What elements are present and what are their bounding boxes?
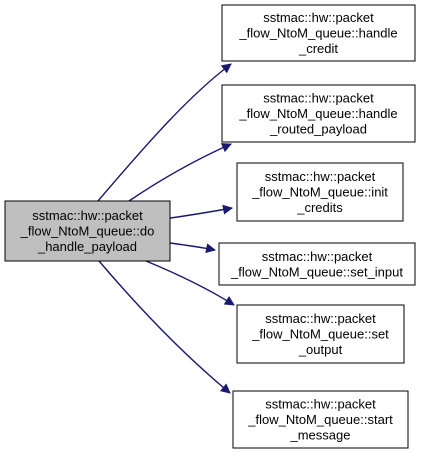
callee-node-handle-routed-payload-box (221, 84, 416, 143)
root-node-do-handle-payload-label-line: sstmac::hw::packet (32, 208, 143, 223)
callee-node-start-message[interactable]: sstmac::hw::packet_flow_NtoM_queue::star… (232, 390, 409, 449)
callee-node-handle-routed-payload[interactable]: sstmac::hw::packet_flow_NtoM_queue::hand… (221, 84, 416, 143)
callee-node-handle-credit-label-line: sstmac::hw::packet (263, 10, 374, 25)
callee-node-set-output-label-line: _flow_NtoM_queue::set (251, 327, 389, 342)
callee-node-init-credits-label-line: sstmac::hw::packet (265, 169, 376, 184)
callee-node-handle-routed-payload-label-line: _routed_payload (269, 122, 367, 137)
callee-node-init-credits-box (236, 162, 404, 222)
edge-to-handle-routed-payload (128, 143, 232, 202)
callee-node-set-input-label-line: _flow_NtoM_queue::set_input (230, 264, 403, 279)
callee-node-handle-credit-label-line: _credit (298, 41, 338, 56)
edge-to-set-output (145, 260, 235, 306)
edge-to-start-message (98, 260, 231, 394)
root-node-do-handle-payload-label-line: _flow_NtoM_queue::do (20, 224, 155, 239)
callee-node-set-output-box (236, 304, 405, 364)
edge-to-set-input (169, 242, 216, 254)
edge-to-init-credits (163, 204, 233, 220)
callee-node-handle-credit-box (221, 4, 416, 62)
callee-node-handle-routed-payload-label-line: _flow_NtoM_queue::handle (238, 106, 397, 121)
root-node-do-handle-payload[interactable]: sstmac::hw::packet_flow_NtoM_queue::do_h… (4, 200, 171, 262)
root-node-do-handle-payload-label-line: _handle_payload (37, 239, 137, 254)
callee-node-set-output-label-line: sstmac::hw::packet (265, 311, 376, 326)
callee-node-set-output[interactable]: sstmac::hw::packet_flow_NtoM_queue::set_… (236, 304, 405, 364)
callee-node-start-message-label-line: _flow_NtoM_queue::start (247, 412, 393, 427)
edge-to-handle-credit (97, 63, 232, 202)
callee-node-handle-credit[interactable]: sstmac::hw::packet_flow_NtoM_queue::hand… (221, 4, 416, 62)
callee-node-handle-routed-payload-label-line: sstmac::hw::packet (263, 91, 374, 106)
callee-node-set-input-label-line: sstmac::hw::packet (262, 249, 373, 264)
callee-node-start-message-label-line: _message (290, 428, 351, 443)
root-node-do-handle-payload-box (4, 200, 171, 262)
callee-node-set-output-label-line: _output (298, 342, 343, 357)
callee-node-set-input[interactable]: sstmac::hw::packet_flow_NtoM_queue::set_… (218, 242, 416, 286)
callee-node-init-credits-label-line: _flow_NtoM_queue::init (251, 185, 388, 200)
callee-node-init-credits-label-line: _credits (296, 200, 343, 215)
callee-node-start-message-box (232, 390, 409, 449)
callee-node-init-credits[interactable]: sstmac::hw::packet_flow_NtoM_queue::init… (236, 162, 404, 222)
callee-node-handle-credit-label-line: _flow_NtoM_queue::handle (238, 26, 397, 41)
callee-node-start-message-label-line: sstmac::hw::packet (265, 397, 376, 412)
callee-node-set-input-box (218, 242, 416, 286)
